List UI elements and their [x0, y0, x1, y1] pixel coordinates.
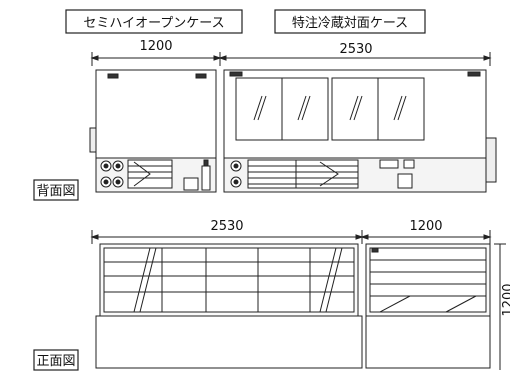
semi-open-case-front — [365, 243, 491, 369]
semi-open-case-text: セミハイオープンケース — [83, 16, 224, 31]
front-left-width: 2530 — [210, 219, 243, 234]
back-view-label: 背面図 — [33, 179, 79, 201]
back-dimension-line — [90, 52, 492, 66]
front-view-label: 正面図 — [33, 349, 79, 371]
back-right-width: 2530 — [339, 42, 372, 57]
semi-open-case-back — [89, 69, 217, 193]
front-dimension-line — [90, 230, 506, 370]
front-right-width: 1200 — [409, 219, 442, 234]
front-height: 1200 — [501, 283, 510, 316]
back-view-text: 背面図 — [36, 184, 75, 199]
semi-open-case-label: セミハイオープンケース — [65, 9, 243, 34]
custom-case-back — [223, 69, 497, 193]
custom-refrigerated-case-text: 特注冷蔵対面ケース — [292, 16, 408, 31]
custom-refrigerated-case-label: 特注冷蔵対面ケース — [274, 9, 426, 34]
custom-case-front — [95, 243, 363, 369]
front-view-text: 正面図 — [36, 354, 75, 369]
back-left-width: 1200 — [139, 39, 172, 54]
